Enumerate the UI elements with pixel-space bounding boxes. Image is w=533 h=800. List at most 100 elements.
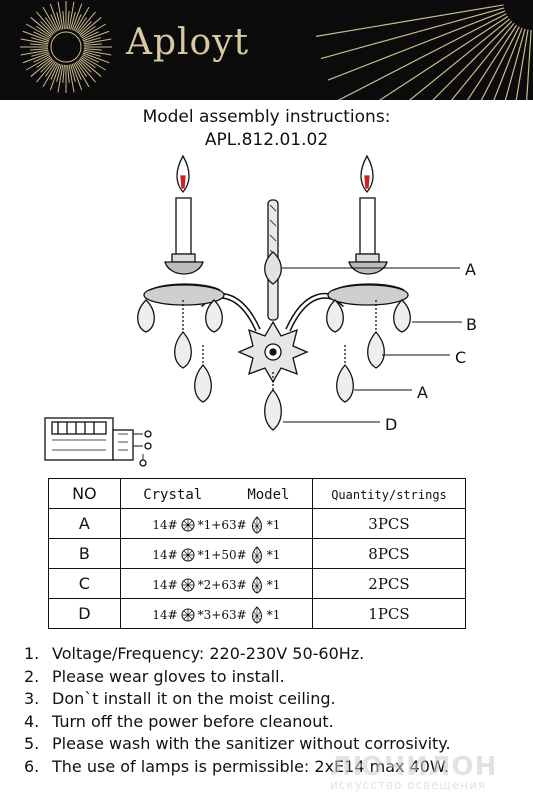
sun-ray bbox=[57, 1, 64, 30]
header-quantity: Quantity/strings bbox=[311, 478, 467, 509]
sun-ray bbox=[82, 30, 110, 42]
sun-ray bbox=[33, 31, 50, 40]
octagon-crystal-icon bbox=[181, 578, 195, 591]
corner-ray bbox=[315, 4, 504, 37]
sun-ray bbox=[77, 11, 96, 34]
sun-ray bbox=[25, 55, 51, 71]
sun-ray bbox=[68, 1, 75, 30]
sun-ray bbox=[70, 12, 76, 30]
sun-ray bbox=[30, 43, 49, 46]
sun-ray bbox=[25, 23, 51, 39]
corner-ray bbox=[327, 10, 506, 81]
sun-ray bbox=[42, 6, 58, 32]
callout-b: B bbox=[466, 315, 477, 334]
sun-ray bbox=[31, 37, 49, 43]
callout-c: C bbox=[455, 348, 466, 367]
sun-ray bbox=[57, 64, 64, 93]
sun-ray bbox=[22, 52, 50, 64]
teardrop-crystal-icon bbox=[251, 515, 262, 534]
row-no: D bbox=[78, 604, 91, 623]
sun-ray bbox=[62, 11, 65, 30]
sun-ray bbox=[70, 64, 76, 82]
sun-ray bbox=[83, 37, 101, 43]
sun-ray bbox=[74, 6, 90, 32]
corner-ray bbox=[466, 24, 518, 100]
octagon-crystal-icon bbox=[181, 608, 195, 621]
row-no: A bbox=[78, 514, 90, 533]
sun-ray bbox=[40, 59, 54, 73]
sun-ray bbox=[81, 55, 107, 71]
callout-a-bottom: A bbox=[417, 383, 428, 402]
corner-ray bbox=[378, 15, 509, 100]
list-item: 6.The use of lamps is permissible: 2xE14… bbox=[24, 756, 449, 776]
sun-ray bbox=[40, 21, 54, 35]
list-item: 3.Don`t install it on the moist ceiling. bbox=[24, 689, 336, 709]
corner-ray bbox=[451, 22, 515, 100]
watermark-brand: ЛЮЧИЛОН bbox=[330, 752, 498, 782]
sun-ray bbox=[79, 17, 102, 36]
row-spec: 14# *3+63# *1 bbox=[152, 605, 281, 624]
callout-a-top: A bbox=[465, 260, 476, 279]
sun-ray bbox=[82, 31, 99, 40]
sun-ray bbox=[31, 51, 49, 57]
sun-ray bbox=[36, 56, 52, 69]
sun-ray bbox=[73, 63, 82, 80]
sun-ray bbox=[83, 49, 112, 56]
sun-ray bbox=[22, 30, 50, 42]
sun-ray bbox=[79, 58, 102, 77]
sun-ray bbox=[78, 21, 92, 35]
sun-ray bbox=[20, 49, 49, 56]
table-row: C 14# *2+63# *1 2PCS bbox=[48, 568, 467, 599]
row-no: C bbox=[78, 574, 90, 593]
octagon-crystal-icon bbox=[181, 548, 195, 561]
chandelier-diagram: A B C A D bbox=[44, 154, 477, 467]
sun-ray bbox=[80, 25, 96, 38]
model-number: APL.812.01.02 bbox=[204, 130, 329, 150]
corner-ray bbox=[504, 28, 526, 100]
sun-ray bbox=[83, 43, 102, 46]
sun-ray bbox=[36, 60, 55, 83]
sun-ray bbox=[71, 63, 83, 91]
sun-ray bbox=[83, 48, 102, 51]
teardrop-crystal-icon bbox=[251, 575, 262, 594]
sun-ray bbox=[20, 38, 49, 45]
sun-ray bbox=[50, 14, 59, 31]
sun-ray bbox=[67, 64, 70, 83]
sun-ray bbox=[56, 12, 62, 30]
sun-ray bbox=[36, 25, 52, 38]
brand-name: Aployt bbox=[126, 22, 250, 63]
sun-ray bbox=[77, 60, 96, 83]
sun-ray bbox=[44, 17, 57, 33]
row-qty: 3PCS bbox=[311, 508, 467, 539]
list-item: 2.Please wear gloves to install. bbox=[24, 666, 285, 686]
sun-ray bbox=[49, 3, 61, 31]
row-spec: 14# *2+63# *1 bbox=[152, 575, 281, 594]
sun-ray bbox=[30, 58, 53, 77]
sun-ray bbox=[74, 62, 90, 88]
header-no: NO bbox=[48, 478, 121, 509]
header-model: Model bbox=[247, 487, 290, 503]
corner-ray bbox=[320, 7, 505, 60]
row-no: B bbox=[78, 544, 90, 563]
instruction-notes: 1.Voltage/Frequency: 220-230V 50-60Hz. 2… bbox=[24, 643, 451, 779]
sun-ray bbox=[36, 11, 55, 34]
sun-ray bbox=[42, 62, 58, 88]
sun-ray bbox=[30, 48, 49, 51]
instructions-title: Model assembly instructions: bbox=[142, 107, 391, 127]
corner-ray bbox=[337, 13, 507, 100]
corner-ray bbox=[408, 18, 511, 100]
sun-ray bbox=[75, 17, 88, 33]
sun-ray bbox=[83, 38, 112, 45]
parts-table: NO Crystal Model Quantity/strings A 14# … bbox=[48, 478, 467, 629]
sun-ray bbox=[78, 59, 92, 73]
list-item: 4.Turn off the power before cleanout. bbox=[24, 711, 334, 731]
sun-ray bbox=[44, 61, 57, 77]
corner-ray bbox=[432, 20, 513, 100]
sun-ray bbox=[83, 51, 101, 57]
header-banner: Aployt bbox=[0, 0, 533, 100]
corner-ray bbox=[526, 29, 532, 100]
list-item: 5.Please wash with the sanitizer without… bbox=[24, 734, 451, 754]
corner-ray bbox=[515, 29, 529, 100]
sun-ray bbox=[71, 3, 83, 31]
row-qty: 1PCS bbox=[311, 598, 467, 629]
